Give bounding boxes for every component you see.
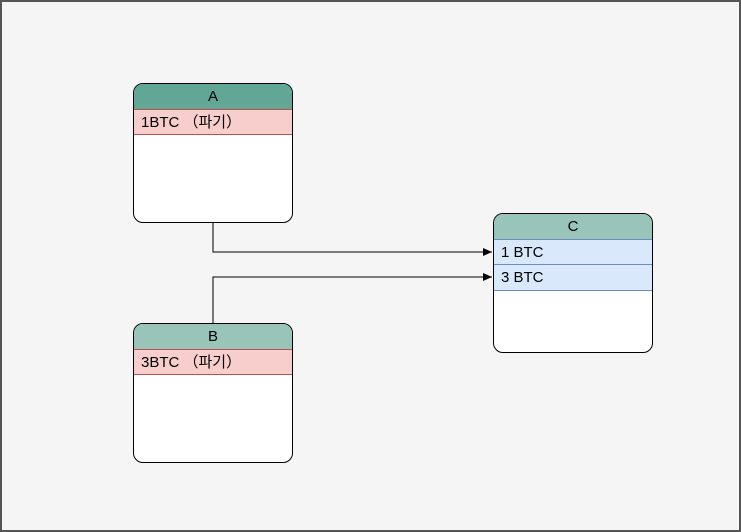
- node-c-row-2-label: 3 BTC: [501, 269, 544, 286]
- node-b-header[interactable]: B: [134, 324, 292, 349]
- node-a-header[interactable]: A: [134, 84, 292, 109]
- edge-b-to-c-3btc[interactable]: [212, 273, 492, 323]
- node-b[interactable]: B 3BTC （파기）: [133, 323, 293, 463]
- node-c-row-1btc[interactable]: 1 BTC: [494, 239, 652, 265]
- node-b-title: B: [207, 328, 218, 345]
- node-b-row-3btc-destroy[interactable]: 3BTC （파기）: [134, 349, 292, 375]
- node-a-row-1btc-destroy[interactable]: 1BTC （파기）: [134, 109, 292, 135]
- node-a-row-label: 1BTC （파기）: [141, 113, 242, 131]
- node-c-row-1-label: 1 BTC: [501, 243, 544, 261]
- node-c-header[interactable]: C: [494, 214, 652, 239]
- node-a[interactable]: A 1BTC （파기）: [133, 83, 293, 223]
- node-c-title: C: [567, 218, 579, 235]
- node-b-row-label: 3BTC （파기）: [141, 353, 242, 371]
- node-c[interactable]: C 1 BTC 3 BTC: [493, 213, 653, 353]
- node-a-title: A: [207, 88, 218, 105]
- edge-a-to-c-1btc[interactable]: [212, 223, 492, 256]
- node-c-row-3btc[interactable]: 3 BTC: [494, 265, 652, 291]
